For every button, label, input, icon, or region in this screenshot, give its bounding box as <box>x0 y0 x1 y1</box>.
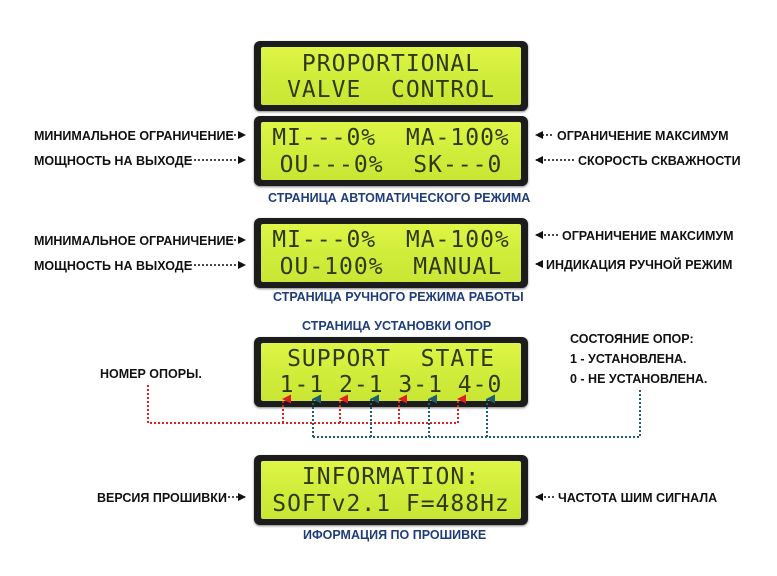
lcd-manual-page: MI---0% MA-100% OU-100% MANUAL <box>254 218 528 288</box>
label-min-limit: МИНИМАЛЬНОЕ ОГРАНИЧЕНИЕ <box>34 234 234 248</box>
lcd-line-2: 1-1 2-1 3-1 4-0 <box>279 372 503 398</box>
caption-info-page: ИФОРМАЦИЯ ПО ПРОШИВКЕ <box>303 528 487 542</box>
label-min-limit: МИНИМАЛЬНОЕ ОГРАНИЧЕНИЕ <box>34 129 234 143</box>
heading-support-page: СТРАНИЦА УСТАНОВКИ ОПОР <box>302 319 492 333</box>
label-max-limit: ОГРАНИЧЕНИЕ МАКСИМУМ <box>557 129 729 143</box>
red-connector <box>147 385 458 424</box>
label-firmware-version: ВЕРСИЯ ПРОШИВКИ <box>97 491 227 505</box>
teal-connector <box>313 390 641 438</box>
label-duty-cycle: СКОРОСТЬ СКВАЖНОСТИ <box>578 154 741 168</box>
label-manual-indication: ИНДИКАЦИЯ РУЧНОЙ РЕЖИМ <box>546 258 733 272</box>
label-state-installed: 1 - УСТАНОВЛЕНА. <box>570 352 687 366</box>
lcd-title-display: PROPORTIONAL VALVE CONTROL <box>254 41 528 111</box>
lcd-line-1: INFORMATION: <box>301 464 481 490</box>
label-pwm-frequency: ЧАСТОТА ШИМ СИГНАЛА <box>558 491 718 505</box>
label-output-power: МОЩНОСТЬ НА ВЫХОДЕ <box>34 259 193 273</box>
label-output-power: МОЩНОСТЬ НА ВЫХОДЕ <box>34 154 193 168</box>
lcd-auto-page: MI---0% MA-100% OU---0% SK---0 <box>254 116 528 186</box>
label-state-not-installed: 0 - НЕ УСТАНОВЛЕНА. <box>570 372 708 386</box>
lcd-line-2: VALVE CONTROL <box>287 77 495 103</box>
lcd-info-page: INFORMATION: SOFTv2.1 F=488Hz <box>254 455 528 525</box>
lcd-line-1: MI---0% MA-100% <box>272 125 510 151</box>
label-support-state: СОСТОЯНИЕ ОПОР: <box>570 332 694 346</box>
lcd-line-2: SOFTv2.1 F=488Hz <box>272 491 510 517</box>
label-support-number: НОМЕР ОПОРЫ. <box>100 367 202 381</box>
caption-manual-page: СТРАНИЦА РУЧНОГО РЕЖИМА РАБОТЫ <box>273 290 524 304</box>
caption-auto-page: СТРАНИЦА АВТОМАТИЧЕСКОГО РЕЖИМА <box>268 191 531 205</box>
lcd-line-2: OU---0% SK---0 <box>279 152 503 178</box>
lcd-line-1: MI---0% MA-100% <box>272 227 510 253</box>
lcd-line-1: PROPORTIONAL <box>301 51 481 77</box>
label-max-limit: ОГРАНИЧЕНИЕ МАКСИМУМ <box>562 229 734 243</box>
lcd-line-2: OU-100% MANUAL <box>279 254 503 280</box>
lcd-support-page: SUPPORT STATE 1-1 2-1 3-1 4-0 <box>254 337 528 407</box>
lcd-line-1: SUPPORT STATE <box>287 346 495 372</box>
